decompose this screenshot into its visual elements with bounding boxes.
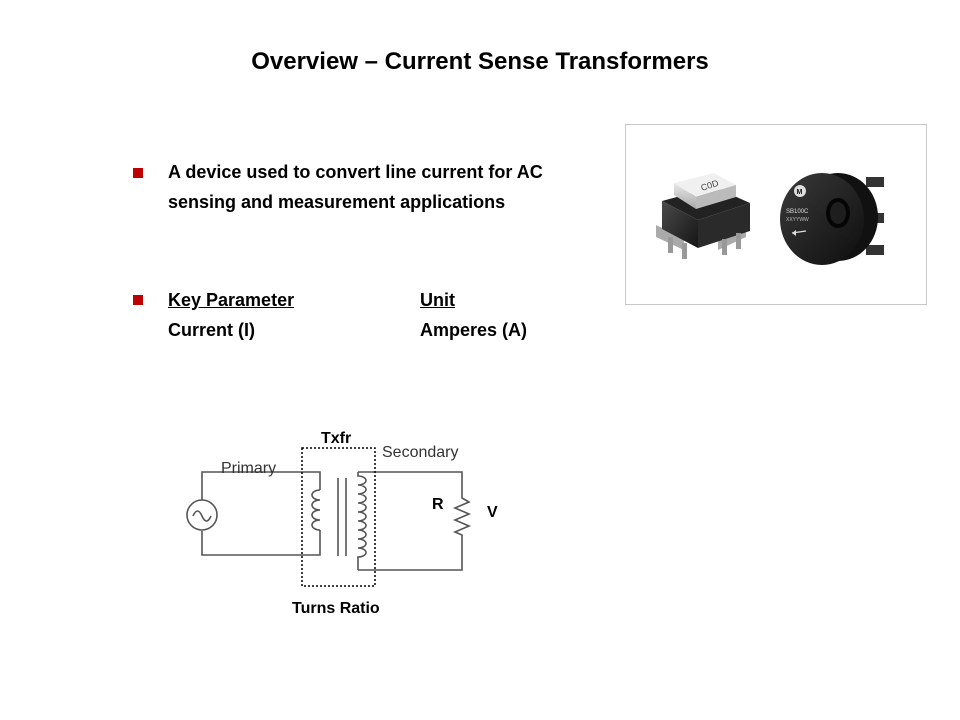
resistor-label: R <box>432 496 444 513</box>
bullet-marker <box>133 168 143 178</box>
secondary-loop <box>358 471 463 571</box>
param-header: Key Parameter <box>168 290 295 310</box>
photo-label-2: XXYYWW <box>786 217 809 223</box>
product-photo-illustration: C0D M SB100C XXYYWW <box>656 173 884 265</box>
smt-transformer: C0D <box>656 173 750 259</box>
key-parameter-table: Key Parameter Unit Current (I) Amperes (… <box>168 285 588 345</box>
svg-text:M: M <box>797 189 803 196</box>
unit-header: Unit <box>420 290 455 310</box>
toroid-current-sensor: M SB100C XXYYWW <box>780 173 884 265</box>
ac-source-icon <box>186 499 218 531</box>
sine-wave-icon <box>192 510 212 522</box>
photo-label-1: SB100C <box>786 209 809 215</box>
param-value: Current (I) <box>168 320 255 340</box>
secondary-label: Secondary <box>382 444 459 461</box>
turns-ratio-label: Turns Ratio <box>292 600 380 617</box>
secondary-coil-icon <box>357 472 367 570</box>
primary-loop <box>201 471 321 556</box>
primary-coil-icon <box>311 489 321 531</box>
voltage-label: V <box>487 504 498 521</box>
transformer-boundary <box>301 447 376 587</box>
bullet-text-definition: A device used to convert line current fo… <box>168 157 543 217</box>
resistor-icon <box>452 495 472 537</box>
slide-title: Overview – Current Sense Transformers <box>251 48 709 75</box>
bullet-line-2: sensing and measurement applications <box>168 192 506 212</box>
product-photo: C0D M SB100C XXYYWW <box>625 124 927 305</box>
unit-value: Amperes (A) <box>420 320 528 340</box>
bullet-marker <box>133 295 143 305</box>
bullet-line-1: A device used to convert line current fo… <box>168 162 543 182</box>
txfr-label: Txfr <box>321 430 351 447</box>
primary-label: Primary <box>221 460 276 477</box>
